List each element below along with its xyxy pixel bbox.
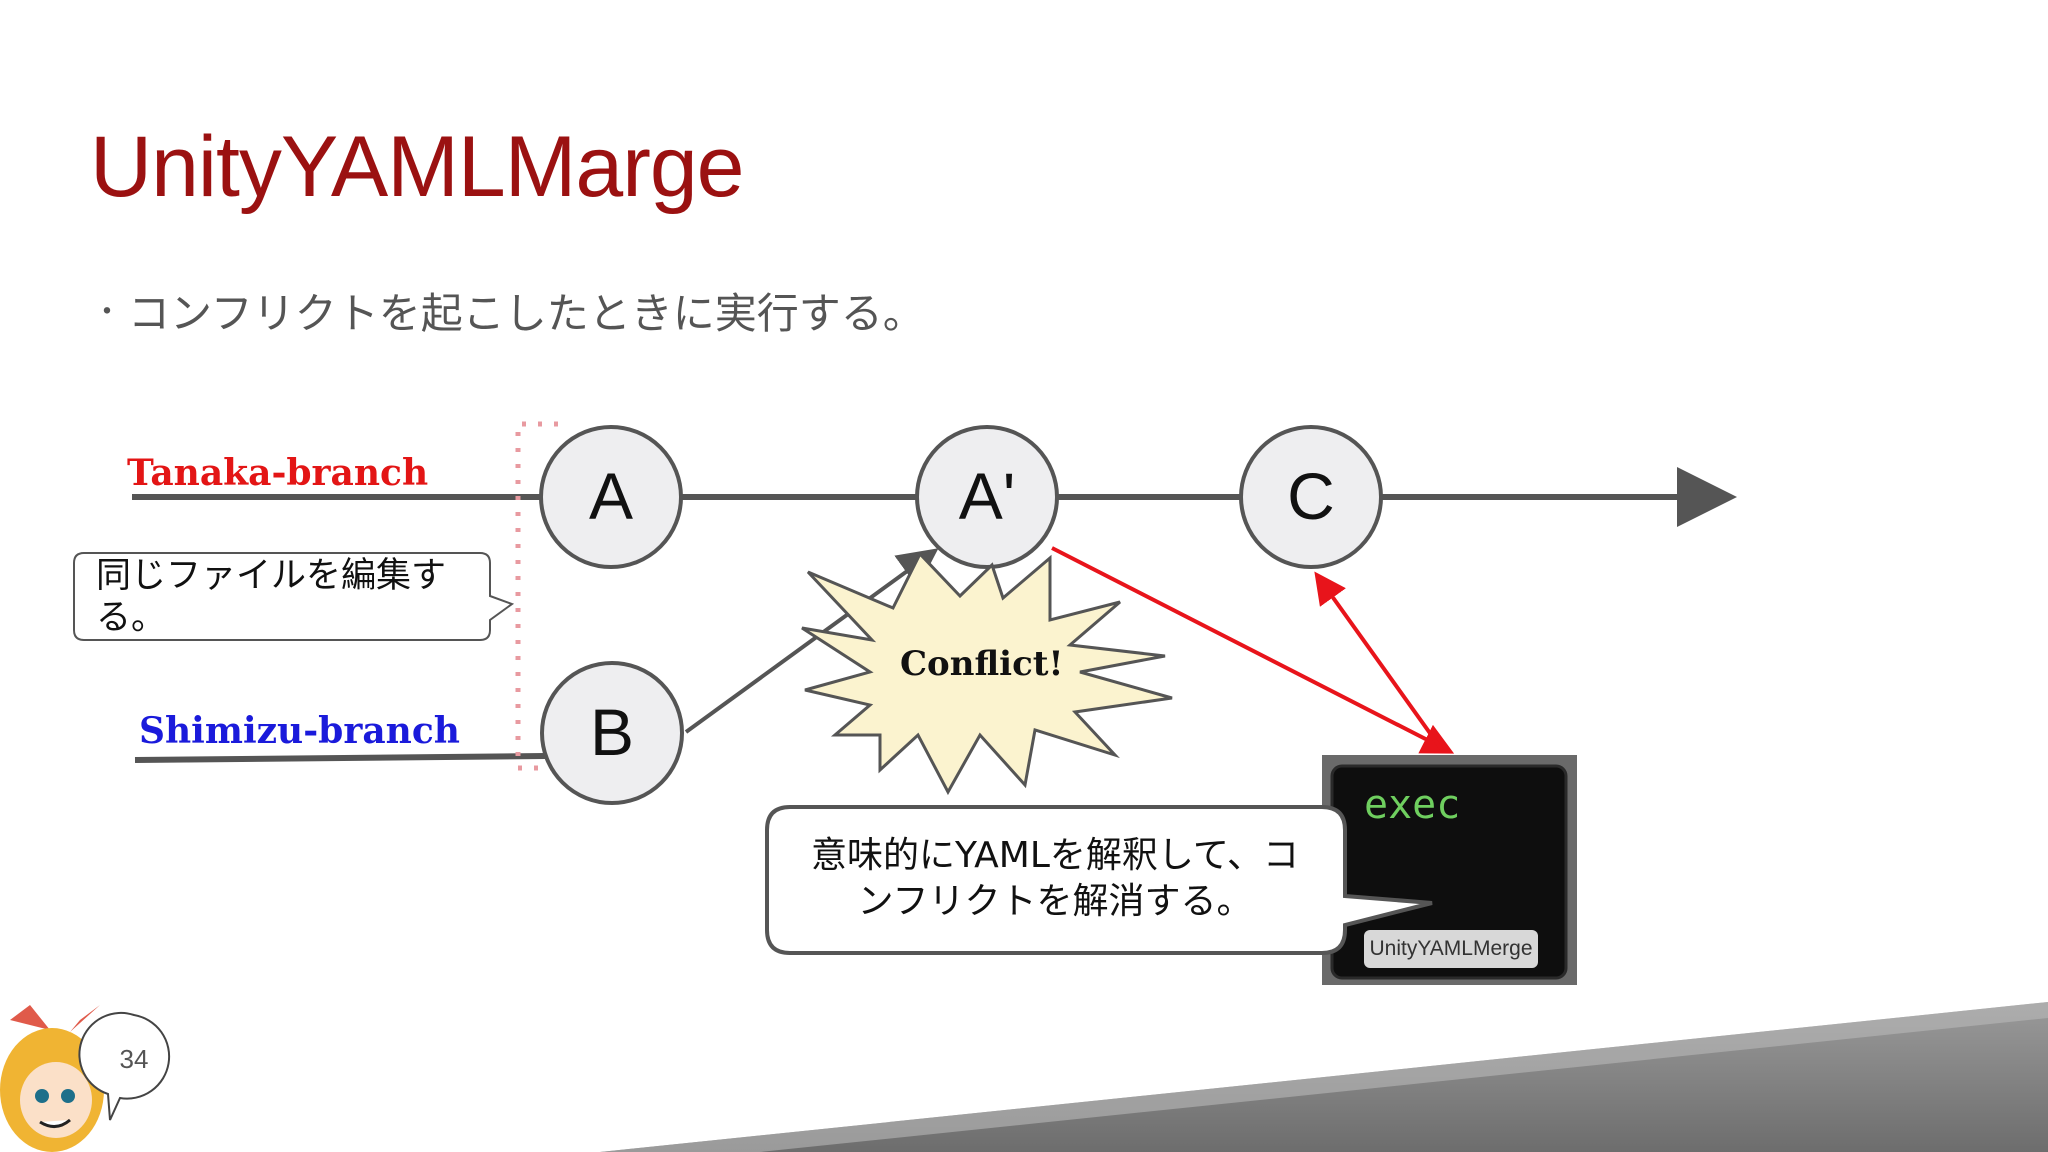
edit-callout-text: 同じファイルを編集す る。 — [96, 555, 446, 639]
edit-callout-line1: 同じファイルを編集す — [96, 556, 447, 596]
node-c — [1239, 425, 1383, 569]
node-a — [539, 425, 683, 569]
resolve-callout-line1: 意味的にYAMLを解釈して、コ — [810, 835, 1300, 876]
terminal-app-badge: UnityYAMLMerge — [1364, 930, 1538, 968]
edit-callout-line2: る。 — [96, 598, 167, 638]
page-number-bubble — [78, 1011, 171, 1121]
edit-region-dotted-outline — [515, 421, 568, 771]
conflict-label: Conflict! — [900, 644, 1064, 684]
node-c-label: C — [1287, 459, 1335, 533]
resolve-callout-text: 意味的にYAMLを解釈して、コ ンフリクトを解消する。 — [790, 833, 1320, 925]
bullet-marker: ・ — [92, 295, 122, 330]
shimizu-branch-line — [134, 753, 546, 763]
node-b — [540, 661, 684, 805]
shimizu-branch-label: Shimizu-branch — [139, 710, 460, 752]
mascot-avatar — [0, 1005, 104, 1152]
node-a-label: A — [588, 459, 634, 533]
bullet-point: ・コンフリクトを起こしたときに実行する。 — [92, 280, 925, 341]
resolve-callout-bubble — [765, 805, 1433, 955]
page-number: 34 — [119, 1044, 149, 1074]
terminal-exec-text: exec — [1364, 782, 1461, 828]
node-b-label: B — [589, 695, 635, 769]
bullet-text: コンフリクトを起こしたときに実行する。 — [128, 289, 925, 338]
node-a-prime-label: A' — [958, 459, 1016, 533]
node-a-prime — [915, 425, 1059, 569]
merge-arrow-b-to-aprime — [684, 548, 939, 734]
tanaka-branch-label: Tanaka-branch — [127, 452, 429, 494]
resolve-callout-line2: ンフリクトを解消する。 — [857, 881, 1253, 922]
resolve-arrow-to-c — [1314, 571, 1444, 752]
resolve-arrow-to-terminal — [1051, 546, 1455, 754]
edit-callout-bubble — [73, 552, 515, 641]
decorative-floor-highlight — [600, 1002, 2048, 1152]
conflict-burst — [801, 551, 1173, 796]
slide-title: UnityYAMLMarge — [90, 119, 745, 215]
